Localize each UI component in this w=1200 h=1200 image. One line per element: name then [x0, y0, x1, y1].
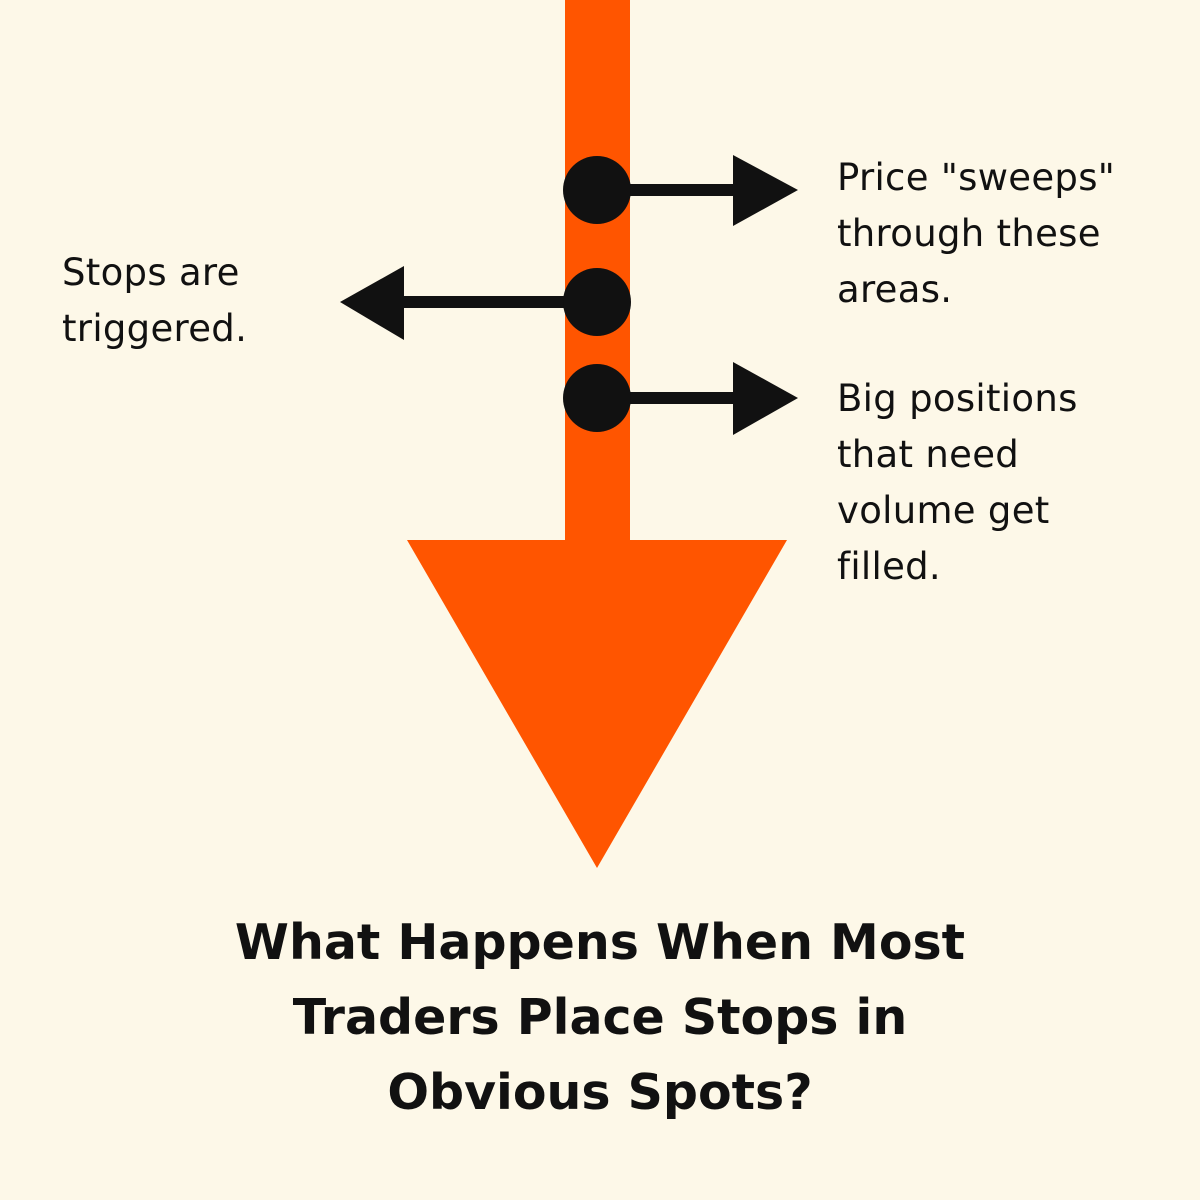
- title-line: Obvious Spots?: [387, 1064, 813, 1121]
- fill-dot: [563, 364, 631, 432]
- sweep-label: Price "sweeps" through these areas.: [837, 150, 1115, 318]
- sweep-label-line: through these: [837, 212, 1101, 255]
- stops-label-line: Stops are: [62, 251, 240, 294]
- sweep-dot: [563, 156, 631, 224]
- fill-arrow-icon: [733, 362, 798, 435]
- stops-dot: [563, 268, 631, 336]
- price-arrow-head: [407, 540, 787, 868]
- sweep-label-line: areas.: [837, 268, 953, 311]
- sweep-arrow-icon: [733, 155, 798, 226]
- fill-label-line: filled.: [837, 545, 941, 588]
- stops-label-line: triggered.: [62, 307, 248, 350]
- title-line: Traders Place Stops in: [292, 989, 908, 1046]
- sweep-label-line: Price "sweeps": [837, 156, 1116, 199]
- diagram-title: What Happens When Most Traders Place Sto…: [0, 905, 1200, 1130]
- fill-label-line: Big positions: [837, 377, 1078, 420]
- stops-arrow-icon: [340, 266, 404, 340]
- stops-label: Stops are triggered.: [62, 245, 247, 357]
- fill-label-line: that need: [837, 433, 1020, 476]
- fill-label-line: volume get: [837, 489, 1050, 532]
- title-line: What Happens When Most: [234, 914, 966, 971]
- fill-label: Big positions that need volume get fille…: [837, 371, 1078, 595]
